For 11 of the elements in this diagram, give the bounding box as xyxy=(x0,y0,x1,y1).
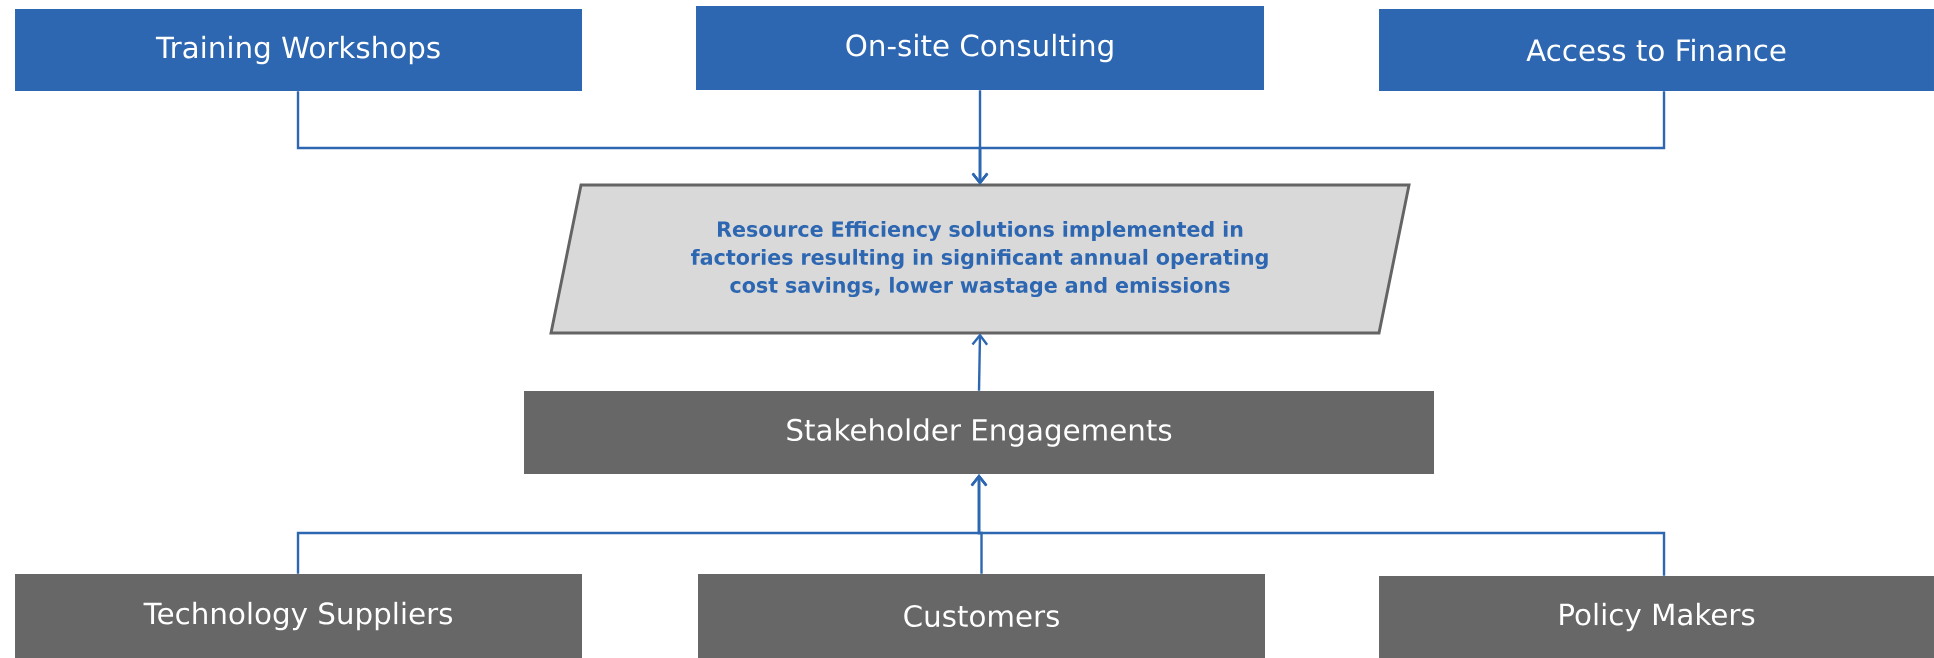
connector-arrow xyxy=(971,333,989,391)
service-box: On-site Consulting xyxy=(696,6,1264,90)
outcome-parallelogram: Resource Efficiency solutions implemented in factories resulting in significant annual operating cost savings, lower wastage and emissions xyxy=(549,183,1411,335)
connector-arrow xyxy=(971,91,1666,185)
stakeholder-box: Technology Suppliers xyxy=(15,574,582,658)
connector-arrow xyxy=(970,474,1666,576)
service-box: Access to Finance xyxy=(1379,9,1934,91)
stakeholder-box: Policy Makers xyxy=(1379,576,1934,658)
service-box: Training Workshops xyxy=(15,9,582,91)
stakeholder-box: Stakeholder Engagements xyxy=(524,391,1434,474)
stakeholder-box: Customers xyxy=(698,574,1265,658)
